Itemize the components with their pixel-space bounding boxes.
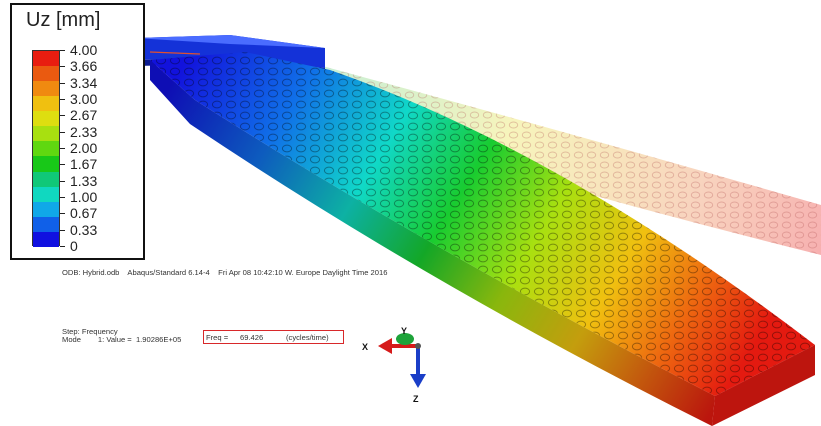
legend-swatch bbox=[33, 231, 59, 247]
legend-value-label: 3.66 bbox=[70, 58, 98, 75]
legend-tick bbox=[60, 50, 65, 51]
legend-value-label: 4.00 bbox=[70, 42, 98, 58]
legend-swatch bbox=[33, 126, 59, 142]
legend-value-label: 1.00 bbox=[70, 189, 98, 205]
legend-swatch bbox=[33, 201, 59, 217]
legend-swatch bbox=[33, 171, 59, 187]
legend-swatch bbox=[33, 51, 59, 67]
triad-z-label: Z bbox=[413, 394, 419, 404]
legend-tick bbox=[60, 197, 65, 198]
legend-swatch bbox=[33, 96, 59, 112]
legend-swatch bbox=[33, 141, 59, 157]
legend-swatch bbox=[33, 111, 59, 127]
legend-color-bar bbox=[32, 50, 60, 247]
step-line: Step: Frequency bbox=[62, 327, 118, 336]
odb-info-line: ODB: Hybrid.odb Abaqus/Standard 6.14-4 F… bbox=[62, 268, 388, 277]
freq-units: (cycles/time) bbox=[286, 333, 329, 342]
legend-swatch bbox=[33, 81, 59, 97]
legend-tick bbox=[60, 148, 65, 149]
legend-title: Uz [mm] bbox=[26, 9, 101, 31]
freq-value: 69.426 bbox=[240, 333, 264, 342]
legend-swatch bbox=[33, 156, 59, 172]
legend-tick bbox=[60, 99, 65, 100]
legend-value-label: 2.00 bbox=[70, 140, 98, 156]
triad-x-label: X bbox=[362, 342, 369, 352]
legend-value-label: 0.33 bbox=[70, 221, 98, 238]
legend-tick bbox=[60, 131, 65, 133]
legend-tick bbox=[60, 82, 65, 84]
legend-value-label: 0 bbox=[70, 238, 78, 254]
legend-value-label: 3.00 bbox=[70, 91, 98, 107]
legend-value-label: 0.67 bbox=[70, 205, 98, 222]
legend-tick bbox=[60, 180, 65, 182]
legend-tick bbox=[60, 246, 65, 247]
legend-value-label: 2.67 bbox=[70, 107, 98, 124]
legend-swatch bbox=[33, 216, 59, 232]
legend-tick bbox=[60, 164, 65, 166]
legend-swatch bbox=[33, 66, 59, 82]
legend-value-label: 2.33 bbox=[70, 123, 98, 140]
legend-value-label: 1.67 bbox=[70, 156, 98, 173]
orientation-triad bbox=[378, 333, 426, 388]
legend-value-label: 3.34 bbox=[70, 74, 98, 91]
legend-tick bbox=[60, 115, 65, 117]
legend-tick bbox=[60, 213, 65, 215]
legend-swatch bbox=[33, 186, 59, 202]
freq-label: Freq = bbox=[206, 333, 229, 342]
legend-tick bbox=[60, 66, 65, 68]
mode-line: Mode 1: Value = 1.90286E+05 bbox=[62, 335, 182, 344]
legend-tick bbox=[60, 229, 65, 231]
frequency-highlight-box: Freq = 69.426 (cycles/time) bbox=[203, 330, 344, 344]
triad-y-label: Y bbox=[401, 326, 408, 336]
legend-value-label: 1.33 bbox=[70, 172, 98, 189]
